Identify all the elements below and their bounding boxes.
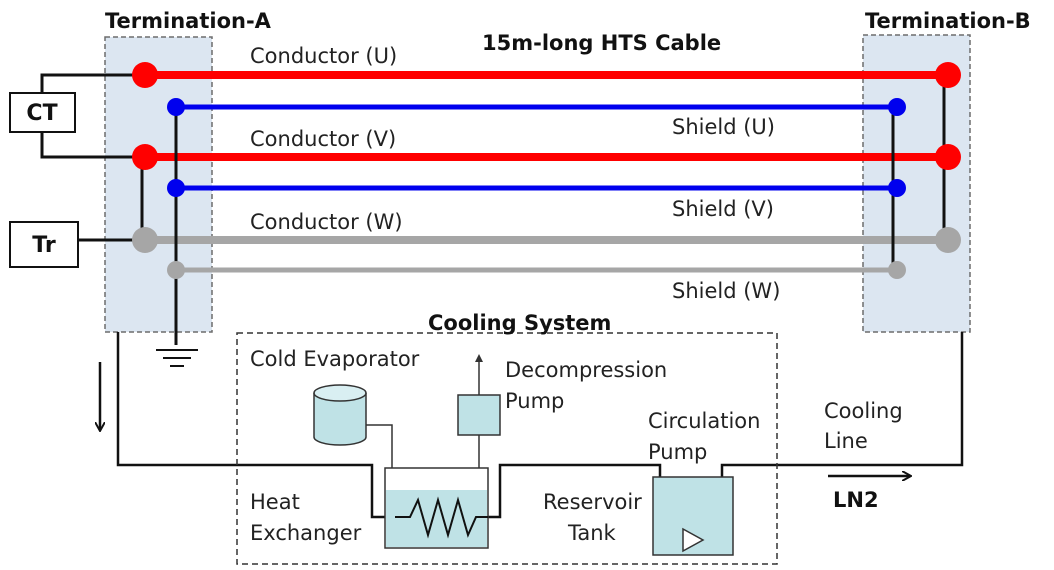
cooling-line-label-1: Cooling — [824, 399, 903, 423]
circulation-pump-icon — [682, 527, 705, 553]
terminal-b-conductor-v — [935, 144, 961, 170]
tr-label: Tr — [32, 233, 56, 258]
ct-wire-bottom — [40, 132, 145, 159]
ct-label: CT — [26, 101, 57, 126]
decompression-pump-icon — [457, 394, 501, 436]
conductor-w-label: Conductor (W) — [250, 210, 403, 234]
ct-wire-top — [40, 73, 145, 93]
shield-v-label: Shield (V) — [672, 197, 774, 221]
terminal-a-conductor-v — [132, 144, 158, 170]
cooling-system-box — [236, 332, 778, 565]
conductor-v-label: Conductor (V) — [250, 127, 396, 151]
terminal-a-shield-u — [167, 98, 185, 116]
terminal-b-conductor-w — [935, 227, 961, 253]
circulation-label-2: Pump — [648, 440, 707, 464]
terminal-b-shield-u — [888, 98, 906, 116]
terminal-b-conductor-u — [935, 62, 961, 88]
cooling-system-title: Cooling System — [428, 311, 611, 335]
circulation-label-1: Circulation — [648, 409, 760, 433]
shield-u-label: Shield (U) — [672, 115, 775, 139]
tr-box — [9, 221, 79, 268]
cold-evaporator-icon — [313, 384, 367, 446]
terminal-a-conductor-u — [132, 62, 158, 88]
conductor-u-label: Conductor (U) — [250, 44, 397, 68]
terminal-a-conductor-w — [132, 227, 158, 253]
heat-exchanger-label-1: Heat — [250, 490, 300, 514]
termination-a-box — [104, 36, 213, 333]
ground-icon — [156, 349, 198, 367]
cooling-line-label-2: Line — [824, 429, 868, 453]
terminal-a-shield-w — [167, 261, 185, 279]
terminal-a-shield-v — [167, 179, 185, 197]
terminal-b-shield-v — [888, 179, 906, 197]
ct-box — [9, 92, 76, 133]
reservoir-label-2: Tank — [567, 521, 617, 545]
heat-exchanger-label-2: Exchanger — [250, 521, 362, 545]
decompression-label-2: Pump — [505, 389, 564, 413]
decompression-label-1: Decompression — [505, 358, 667, 382]
termination-b-label: Termination-B — [865, 9, 1031, 33]
evaporator-pipe — [366, 424, 393, 485]
termination-a-label: Termination-A — [105, 9, 272, 33]
cooling-loop-return — [116, 332, 385, 519]
ln2-label: LN2 — [833, 488, 879, 512]
cold-evaporator-label: Cold Evaporator — [250, 347, 420, 371]
reservoir-label-1: Reservoir — [543, 490, 642, 514]
shield-w-label: Shield (W) — [672, 279, 780, 303]
terminal-b-shield-w — [888, 261, 906, 279]
heat-exchanger-coil — [395, 496, 488, 539]
cable-title: 15m-long HTS Cable — [482, 31, 721, 55]
heat-exchanger-liquid — [386, 490, 487, 547]
